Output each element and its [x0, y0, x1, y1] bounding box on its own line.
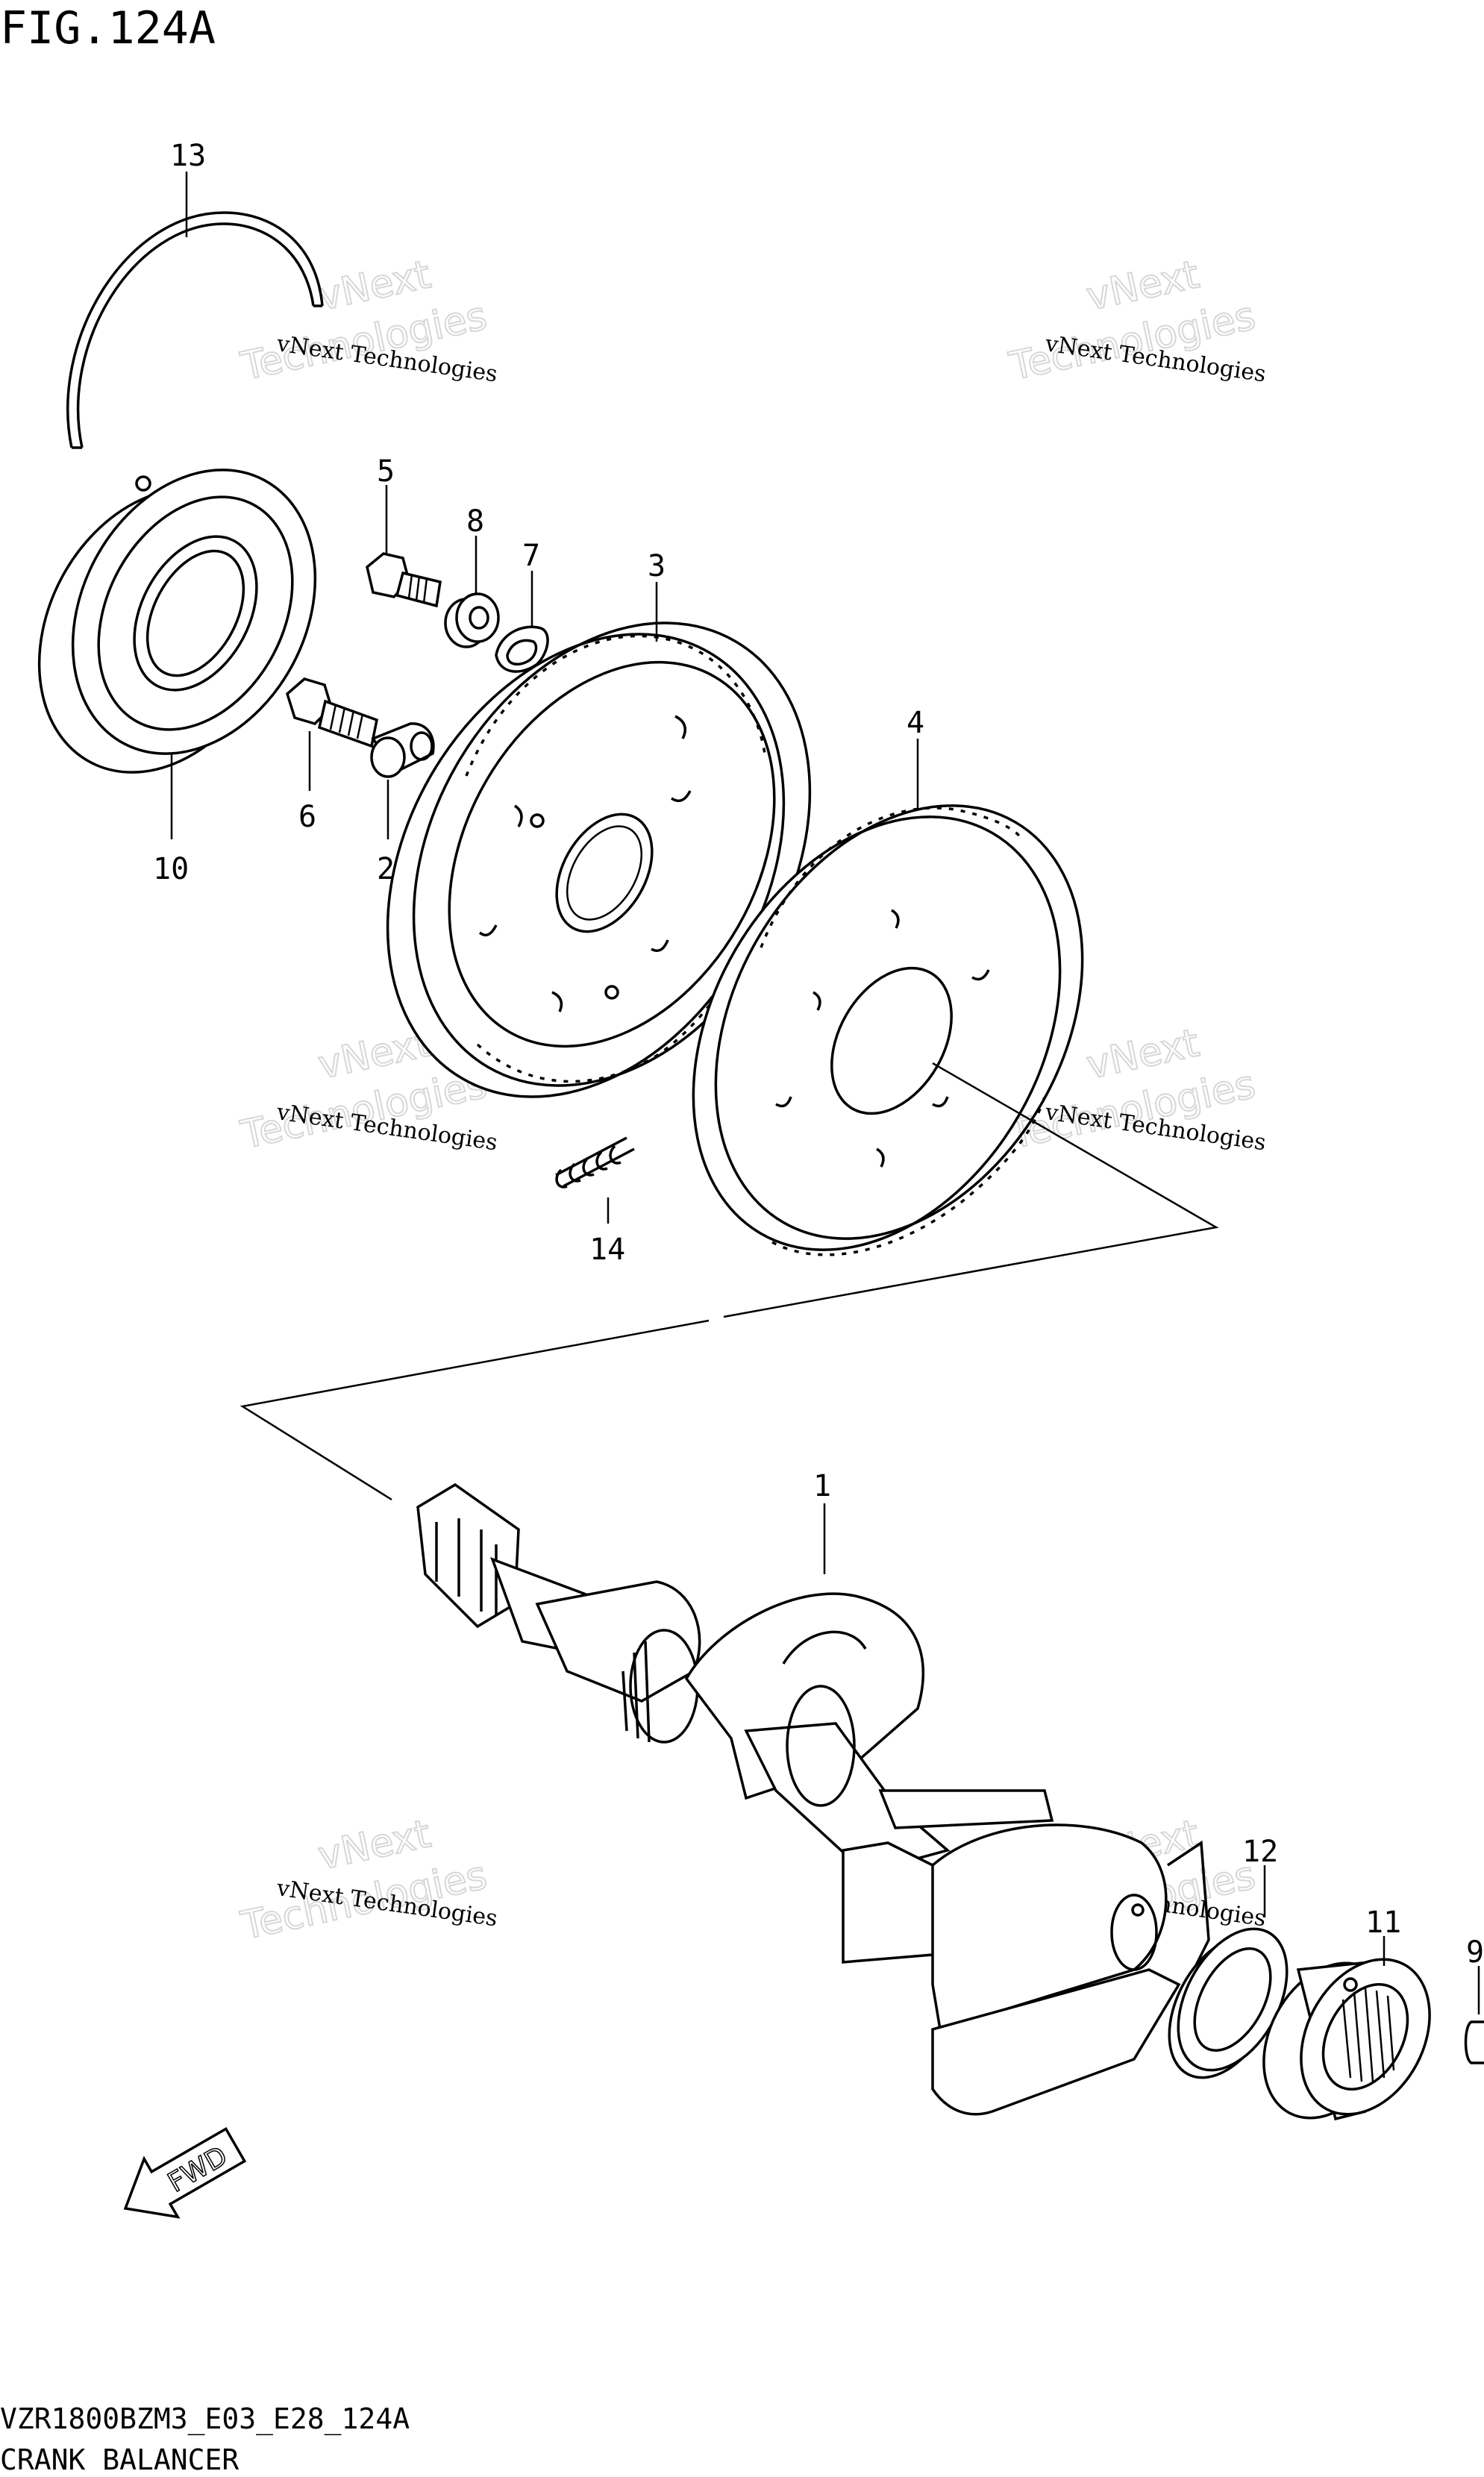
part-5-bolt: [366, 485, 442, 608]
part-2-collar: [370, 722, 435, 839]
callout-7: 7: [522, 539, 540, 573]
callout-1: 1: [813, 1469, 831, 1503]
part-3-gear-teeth: [465, 634, 766, 1083]
callout-5: 5: [377, 454, 395, 489]
model-code: VZR1800BZM3_E03_E28_124A: [0, 2402, 410, 2436]
part-4-gear: [692, 739, 1084, 1256]
callout-9: 9: [1466, 1935, 1484, 1970]
part-11-needle-bearing: [1262, 1936, 1431, 2121]
part-10-ball-bearing: [37, 469, 317, 839]
part-1-balancer-shaft: [416, 1482, 1210, 2116]
figure-title: FIG.124A: [0, 2, 216, 54]
callout-13: 13: [170, 139, 206, 173]
callout-11: 11: [1365, 1905, 1401, 1940]
callout-14: 14: [589, 1233, 625, 1267]
part-9-pin: [1464, 1966, 1484, 2064]
callout-3: 3: [648, 549, 666, 583]
part-14-spring: [555, 1136, 635, 1224]
callout-8: 8: [466, 504, 484, 539]
part-8-collar: [444, 536, 500, 648]
assembly-guide-lines: [239, 1062, 1219, 1501]
callout-10: 10: [153, 852, 189, 886]
callout-6: 6: [298, 800, 316, 834]
part-7-lock-washer: [495, 571, 549, 673]
fwd-arrow-icon: FWD: [123, 2126, 247, 2219]
part-13-circlip: [66, 172, 324, 449]
figure-caption: CRANK BALANCER: [0, 2443, 239, 2476]
callout-12: 12: [1242, 1835, 1278, 1869]
part-6-bolt: [285, 677, 379, 791]
callout-4: 4: [907, 706, 924, 740]
